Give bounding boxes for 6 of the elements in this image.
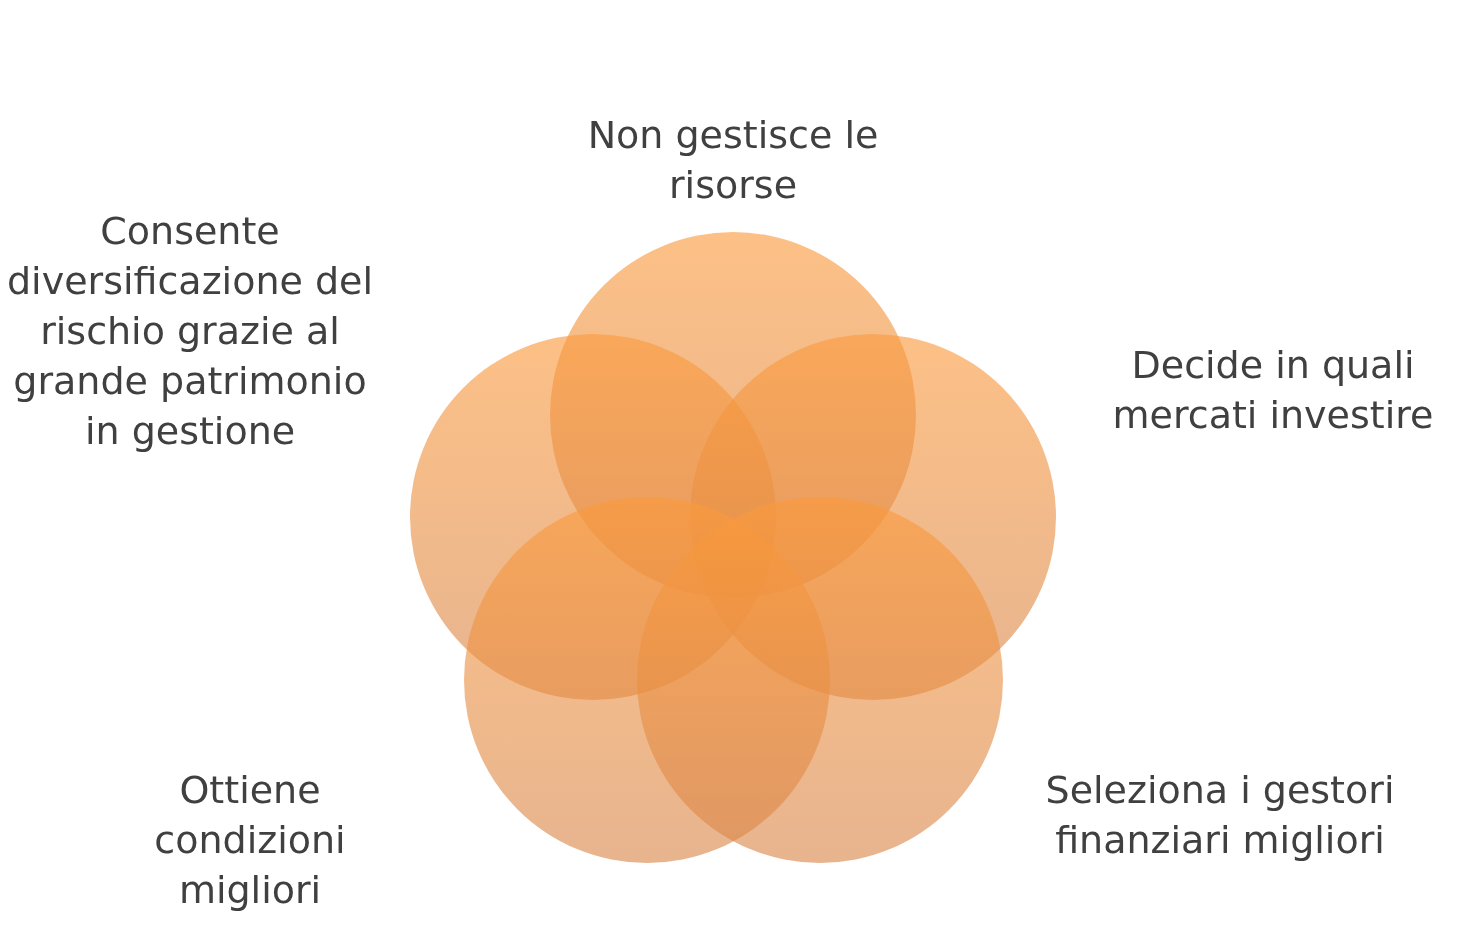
circle: [637, 497, 1003, 863]
circle-caption: Non gestisce le risorse: [586, 112, 880, 209]
circle-caption: Seleziona i gestori finanziari migliori: [1044, 767, 1396, 864]
circle-caption: Decide in quali mercati investire: [1111, 342, 1435, 439]
circle-caption: Ottiene condizioni migliori: [153, 767, 347, 914]
circle-caption: Consente diversificazione del rischio grazie al grande patrimonio in gestione: [6, 208, 374, 455]
